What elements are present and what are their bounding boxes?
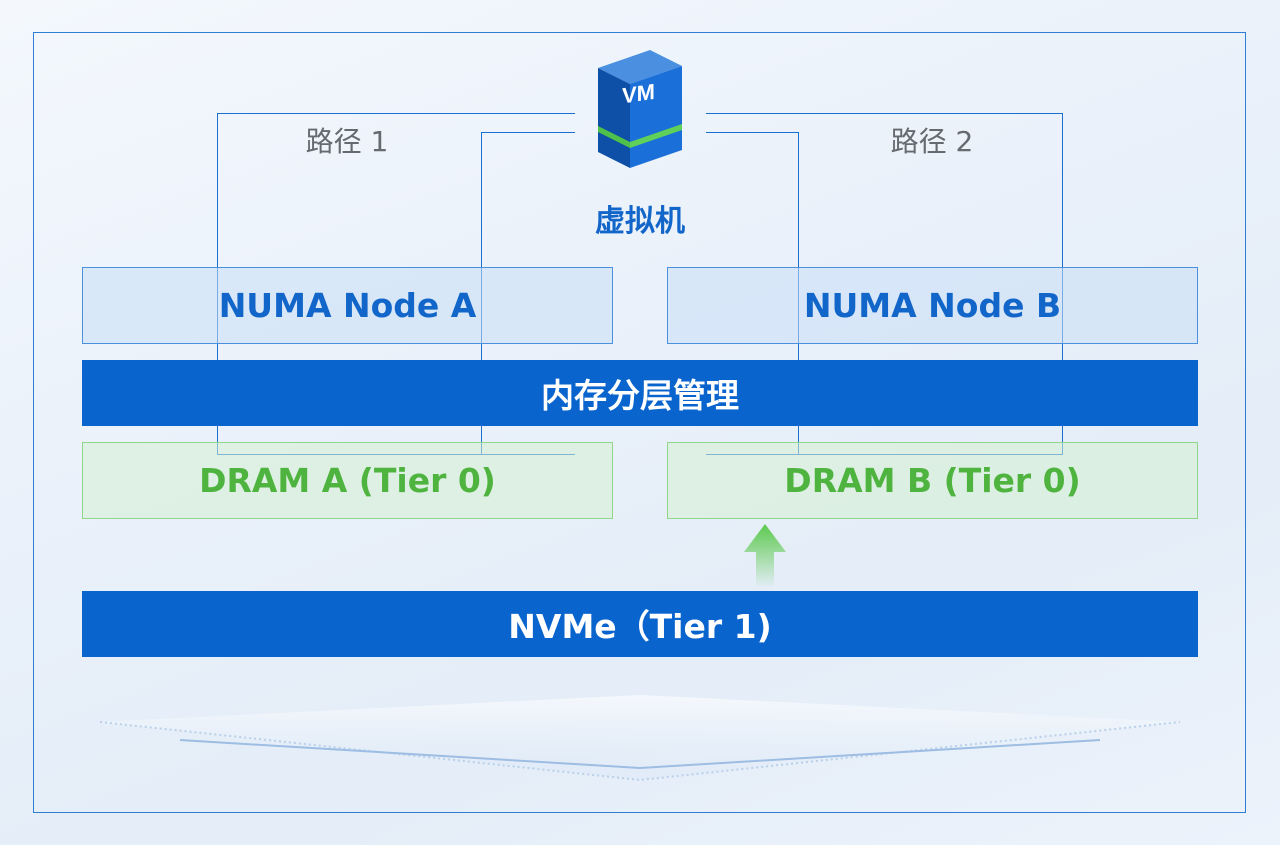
vm-icon-text: VM	[622, 79, 655, 109]
nvme-bar: NVMe（Tier 1)	[82, 591, 1198, 657]
floor-decoration	[99, 695, 1181, 782]
numa-node-b: NUMA Node B	[667, 267, 1198, 344]
vm-server-icon: VM	[598, 50, 682, 168]
memory-tiering-label: 内存分层管理	[541, 376, 739, 415]
nvme-label: NVMe（Tier 1)	[508, 607, 772, 646]
promote-arrow-icon	[744, 524, 786, 588]
path2-label: 路径 2	[890, 125, 974, 158]
numa-node-a: NUMA Node A	[82, 267, 613, 344]
vm-label: 虚拟机	[595, 204, 685, 239]
dram-a-label: DRAM A (Tier 0)	[199, 461, 496, 500]
outer-frame	[33, 32, 1246, 813]
dram-a-box: DRAM A (Tier 0)	[82, 442, 613, 519]
dram-b-box: DRAM B (Tier 0)	[667, 442, 1198, 519]
numa-node-b-label: NUMA Node B	[803, 286, 1062, 325]
numa-node-a-label: NUMA Node A	[218, 286, 477, 325]
path1-label: 路径 1	[305, 125, 389, 158]
dram-b-label: DRAM B (Tier 0)	[784, 461, 1081, 500]
memory-tiering-bar: 内存分层管理	[82, 360, 1198, 426]
